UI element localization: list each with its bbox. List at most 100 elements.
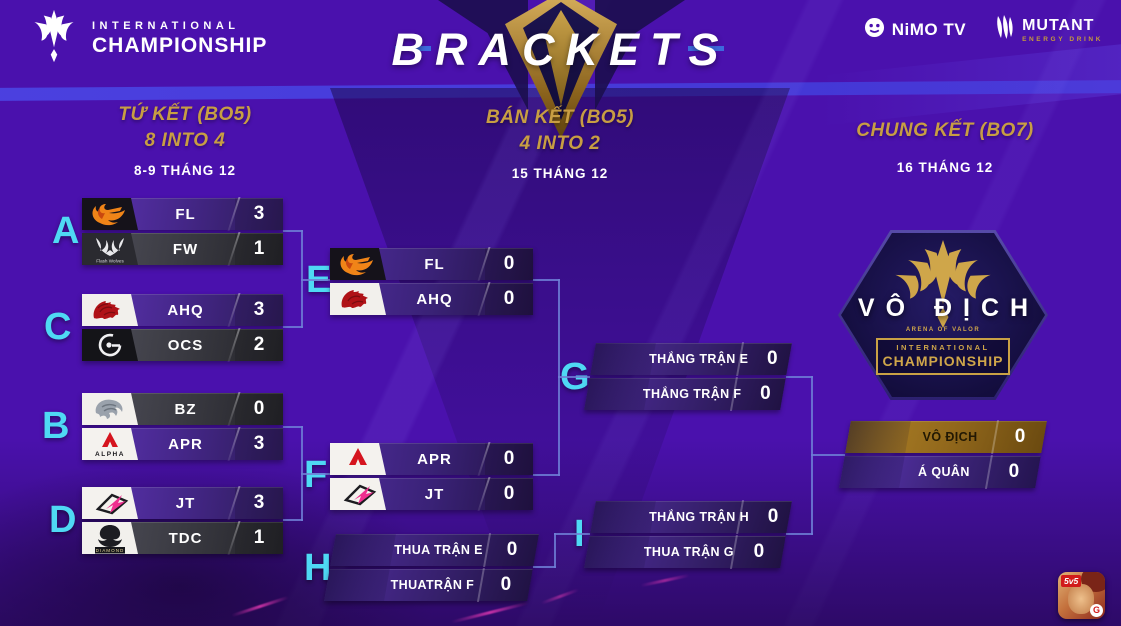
nimo-tv-logo: NiMO TV xyxy=(864,17,966,43)
jt-star-icon xyxy=(330,478,386,510)
connector-line xyxy=(533,474,560,476)
svg-text:DIAMOND: DIAMOND xyxy=(96,548,125,553)
team-name: THUA TRẬN E xyxy=(394,543,483,557)
trophy-game-label: ARENA OF VALOR xyxy=(905,327,981,333)
team-name: JT xyxy=(424,485,445,503)
mutant-label: MUTANT xyxy=(1022,16,1095,34)
connector-line xyxy=(283,519,303,521)
connector-line xyxy=(533,566,556,568)
runnerup-slot-score: 0 xyxy=(1008,461,1020,482)
match-B: BZ 0 ALPHA APR 3 xyxy=(82,392,283,463)
nimo-tv-icon xyxy=(864,17,885,43)
match-row[interactable]: THUA TRẬN G 0 xyxy=(584,535,786,569)
match-row[interactable]: ALPHA APR 3 xyxy=(82,427,283,461)
team-score: 0 xyxy=(767,506,779,527)
bracket-letter-C: C xyxy=(44,306,72,348)
match-E: FL 0 AHQ 0 xyxy=(330,247,533,318)
tdc-diamond-cobra-icon: DIAMOND xyxy=(82,522,138,554)
team-score: 0 xyxy=(485,478,533,510)
team-name: OCS xyxy=(167,336,204,354)
game-5v5-badge: 5v5 xyxy=(1061,575,1082,587)
round1-sub: 8 INTO 4 xyxy=(144,130,226,151)
match-row[interactable]: APR 0 xyxy=(330,442,533,476)
connector-line xyxy=(811,454,845,456)
fl-flame-icon xyxy=(82,198,138,230)
team-name: JT xyxy=(175,494,196,512)
round2-date: 15 THÁNG 12 xyxy=(511,166,609,181)
team-name: BZ xyxy=(174,400,197,418)
champion-slot-score: 0 xyxy=(1014,426,1026,447)
connector-line xyxy=(283,230,303,232)
svg-text:Flash Wolves: Flash Wolves xyxy=(96,259,124,264)
connector-line xyxy=(786,533,813,535)
match-row[interactable]: VÔ ĐỊCH 0 xyxy=(845,420,1047,454)
round-header-final: CHUNG KẾT (BO7) 16 THÁNG 12 xyxy=(805,118,1085,175)
connector-line xyxy=(786,376,813,378)
match-C: AHQ 3 OCS 2 xyxy=(82,293,283,364)
bracket-letter-A: A xyxy=(52,210,80,252)
match-row[interactable]: THẮNG TRẬN F 0 xyxy=(584,377,786,411)
match-row[interactable]: FL 0 xyxy=(330,247,533,281)
match-row[interactable]: FL 3 xyxy=(82,197,283,231)
runnerup-slot-name: Á QUÂN xyxy=(918,465,970,479)
aic-crown-icon xyxy=(26,8,82,69)
page-title: BRACKETS xyxy=(391,24,730,75)
match-row[interactable]: JT 3 xyxy=(82,486,283,520)
match-row[interactable]: THUA TRẬN E 0 xyxy=(330,533,539,567)
team-score: 3 xyxy=(235,294,283,326)
match-row[interactable]: THẮNG TRẬN H 0 xyxy=(590,500,792,534)
sponsor-logos: NiMO TV MUTANT ENERGY DRINK xyxy=(864,14,1103,45)
match-row[interactable]: THUATRẬN F 0 xyxy=(324,568,533,602)
team-score: 0 xyxy=(500,574,512,595)
team-score: 0 xyxy=(485,443,533,475)
connector-line xyxy=(283,426,303,428)
match-row[interactable]: THẮNG TRẬN E 0 xyxy=(590,342,792,376)
round-header-quarterfinal: TỨ KẾT (BO5) 8 INTO 4 8-9 THÁNG 12 xyxy=(45,102,325,178)
match-row[interactable]: AHQ 0 xyxy=(330,282,533,316)
team-name: AHQ xyxy=(167,301,204,319)
game-app-icon[interactable]: 5v5 G xyxy=(1058,572,1105,619)
team-score: 1 xyxy=(235,233,283,265)
round2-sub: 4 INTO 2 xyxy=(519,133,601,154)
team-score: 0 xyxy=(235,393,283,425)
team-score: 2 xyxy=(235,329,283,361)
alpha-triangle-icon xyxy=(330,443,386,475)
mutant-claw-icon xyxy=(994,14,1016,45)
svg-text:ALPHA: ALPHA xyxy=(95,451,125,458)
match-row[interactable]: JT 0 xyxy=(330,477,533,511)
match-I: THẮNG TRẬN H 0 THUA TRẬN G 0 xyxy=(584,500,792,571)
match-row[interactable]: DIAMOND TDC 1 xyxy=(82,521,283,555)
team-name: FW xyxy=(172,240,199,258)
tournament-logo: INTERNATIONAL CHAMPIONSHIP xyxy=(26,8,267,69)
team-name: AHQ xyxy=(416,290,453,308)
team-score: 0 xyxy=(485,283,533,315)
connector-line xyxy=(554,533,556,568)
match-row[interactable]: Á QUÂN 0 xyxy=(839,455,1041,489)
match-H: THUA TRẬN E 0 THUATRẬN F 0 xyxy=(324,533,539,604)
match-D: JT 3 DIAMOND TDC 1 xyxy=(82,486,283,557)
champion-trophy-emblem: VÔ ĐỊCH ARENA OF VALOR INTERNATIONAL CHA… xyxy=(838,230,1048,400)
team-name: THUATRẬN F xyxy=(390,578,475,592)
trophy-badge-line1: INTERNATIONAL xyxy=(896,343,990,352)
brand-line2: CHAMPIONSHIP xyxy=(92,33,268,57)
match-row[interactable]: Flash Wolves FW 1 xyxy=(82,232,283,266)
match-row[interactable]: AHQ 3 xyxy=(82,293,283,327)
trophy-badge: INTERNATIONAL CHAMPIONSHIP xyxy=(876,338,1010,375)
round1-date: 8-9 THÁNG 12 xyxy=(133,163,237,178)
title-line-right xyxy=(688,46,724,51)
match-row[interactable]: BZ 0 xyxy=(82,392,283,426)
title-line-left xyxy=(395,46,431,51)
connector-line xyxy=(301,279,330,281)
round3-name: CHUNG KẾT (BO7) xyxy=(856,120,1034,141)
team-name: FL xyxy=(175,205,196,223)
round3-date: 16 THÁNG 12 xyxy=(896,160,994,175)
team-score: 3 xyxy=(235,487,283,519)
round1-name: TỨ KẾT (BO5) xyxy=(118,104,252,125)
team-name: APR xyxy=(417,450,452,468)
bracket-letter-F: F xyxy=(304,454,328,496)
ahq-dragon-icon xyxy=(82,294,138,326)
alpha-triangle-icon: ALPHA xyxy=(82,428,138,460)
trophy-title: VÔ ĐỊCH xyxy=(857,294,1040,322)
ahq-dragon-icon xyxy=(330,283,386,315)
match-row[interactable]: OCS 2 xyxy=(82,328,283,362)
